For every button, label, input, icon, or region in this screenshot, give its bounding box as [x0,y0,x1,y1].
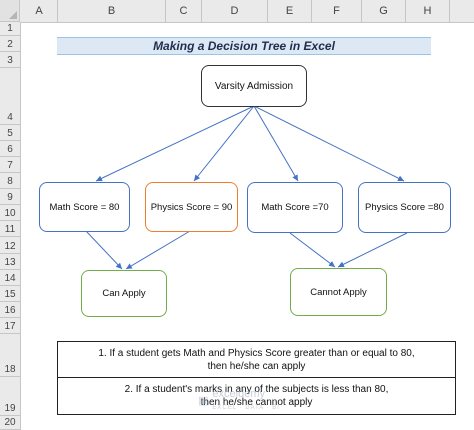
row-header-8[interactable]: 8 [0,173,20,189]
arrow-math70-to-cannotapply [289,232,336,268]
column-header-d[interactable]: D [202,0,268,22]
row-header-7[interactable]: 7 [0,157,20,173]
row-header-13[interactable]: 13 [0,254,20,270]
column-header-bar: A B C D E F G H [0,0,474,23]
node-math-score-80[interactable]: Math Score = 80 [39,182,130,232]
row-header-1[interactable]: 1 [0,22,20,36]
column-header-f[interactable]: F [312,0,362,22]
arrow-root-to-math70 [253,105,299,182]
node-varsity-admission[interactable]: Varsity Admission [201,65,307,107]
node-cannot-apply[interactable]: Cannot Apply [290,268,387,316]
arrow-physics80-to-cannotapply [337,232,408,268]
note-can-apply-rule[interactable]: 1. If a student gets Math and Physics Sc… [57,341,456,378]
row-header-16[interactable]: 16 [0,302,20,318]
row-header-12[interactable]: 12 [0,237,20,254]
row-header-10[interactable]: 10 [0,205,20,221]
row-header-15[interactable]: 15 [0,286,20,302]
column-header-a[interactable]: A [21,0,58,22]
node-physics-score-90[interactable]: Physics Score = 90 [145,182,238,232]
arrow-math80-to-canapply [85,230,123,270]
sheet-title[interactable]: Making a Decision Tree in Excel [57,37,431,55]
arrow-physics90-to-canapply [125,230,191,270]
note-rule2-line1: 2. If a student's marks in any of the su… [124,384,389,395]
note-cannot-apply-rule[interactable]: 2. If a student's marks in any of the su… [57,377,456,415]
row-header-4[interactable]: 4 [0,68,20,125]
row-header-5[interactable]: 5 [0,125,20,141]
column-header-e[interactable]: E [268,0,312,22]
row-header-19[interactable]: 19 [0,377,20,416]
arrow-root-to-physics80 [253,105,405,182]
column-header-c[interactable]: C [166,0,202,22]
row-header-3[interactable]: 3 [0,52,20,68]
node-can-apply[interactable]: Can Apply [81,270,167,317]
row-header-11[interactable]: 11 [0,221,20,237]
node-math-score-70[interactable]: Math Score =70 [247,182,343,233]
column-header-g[interactable]: G [362,0,406,22]
column-header-b[interactable]: B [58,0,166,22]
row-header-6[interactable]: 6 [0,141,20,157]
arrow-root-to-math80 [95,105,255,182]
select-all-corner[interactable] [0,0,20,22]
row-header-18[interactable]: 18 [0,334,20,377]
row-header-2[interactable]: 2 [0,36,20,52]
row-header-14[interactable]: 14 [0,270,20,286]
node-physics-score-80[interactable]: Physics Score =80 [358,182,451,233]
arrow-root-to-physics90 [193,105,255,182]
row-header-17[interactable]: 17 [0,318,20,334]
row-header-9[interactable]: 9 [0,189,20,205]
note-rule2-line2: then he/she cannot apply [200,397,313,408]
note-rule1-line1: 1. If a student gets Math and Physics Sc… [98,347,415,359]
row-header-bar: 1 2 3 4 5 6 7 8 9 10 11 12 13 14 15 16 1… [0,22,21,430]
note-rule1-line2: then he/she can apply [207,360,306,372]
column-header-h[interactable]: H [406,0,450,22]
